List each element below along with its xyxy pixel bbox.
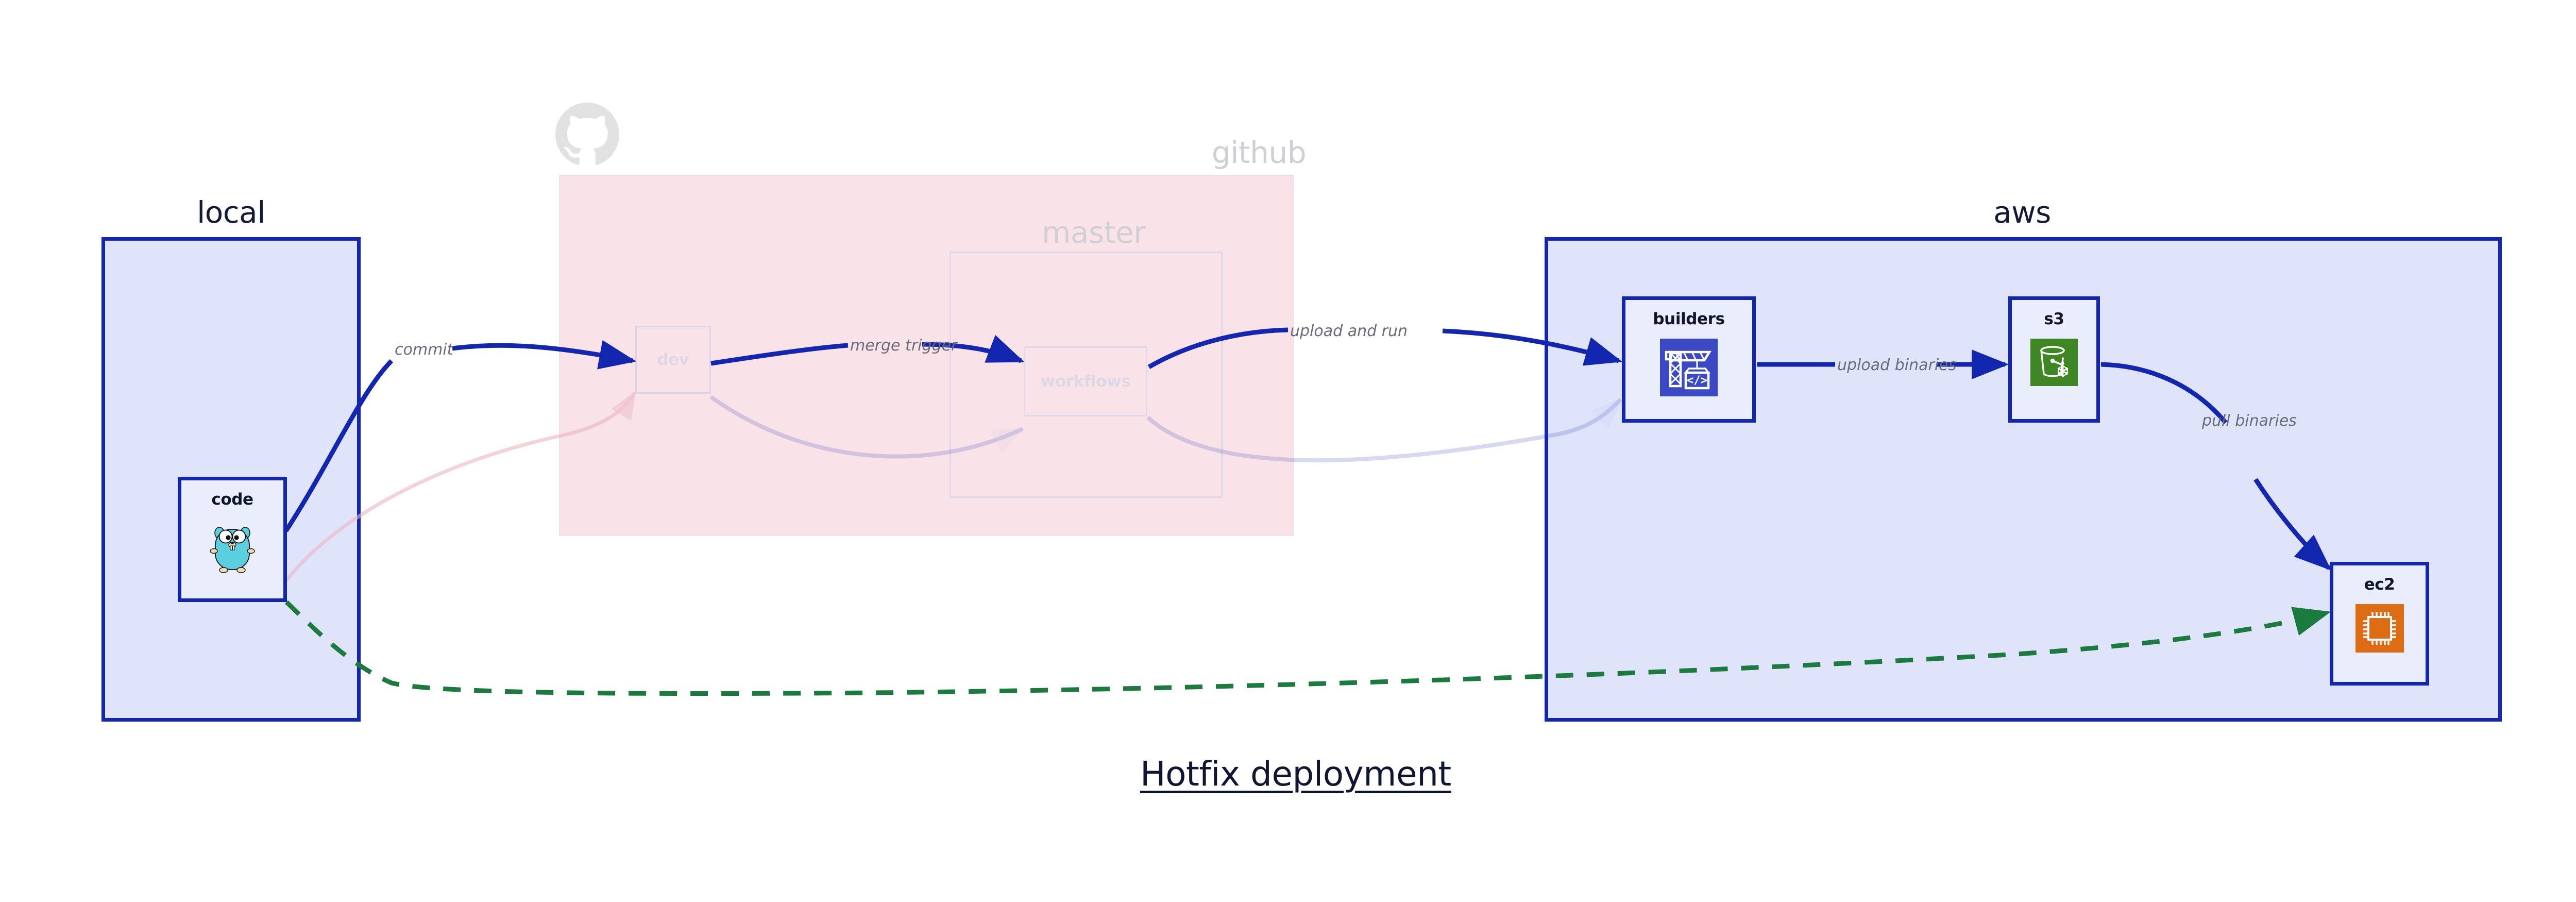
- node-builders-label: builders: [1653, 310, 1725, 328]
- github-octocat-icon: [555, 103, 619, 165]
- node-workflows-label: workflows: [1040, 372, 1131, 391]
- zone-local-label: local: [197, 195, 265, 230]
- node-ec2[interactable]: ec2: [2330, 562, 2429, 686]
- zone-github-label: github: [1212, 135, 1307, 170]
- go-gopher-icon: [210, 527, 255, 573]
- node-dev[interactable]: dev: [635, 326, 711, 394]
- aws-ec2-chip-icon: [2355, 604, 2404, 653]
- aws-s3-bucket-icon: [2030, 339, 2078, 386]
- node-s3[interactable]: s3: [2008, 296, 2100, 423]
- node-builders[interactable]: builders </>: [1622, 296, 1756, 423]
- node-code-label: code: [211, 490, 253, 509]
- edge-commit-label: commit: [395, 341, 454, 359]
- zone-master-outline: [950, 252, 1223, 498]
- node-code[interactable]: code: [178, 477, 287, 602]
- zone-master-label: master: [1042, 215, 1146, 250]
- aws-codebuild-icon: </>: [1660, 339, 1718, 396]
- svg-text:</>: </>: [1687, 374, 1707, 387]
- node-dev-label: dev: [657, 350, 689, 369]
- node-ec2-label: ec2: [2364, 575, 2395, 594]
- node-s3-label: s3: [2044, 310, 2064, 328]
- node-workflows[interactable]: workflows: [1024, 346, 1147, 416]
- page-title: Hotfix deployment: [1140, 754, 1451, 794]
- zone-aws-label: aws: [1993, 195, 2051, 230]
- edge-upload-and-run-label: upload and run: [1290, 322, 1408, 340]
